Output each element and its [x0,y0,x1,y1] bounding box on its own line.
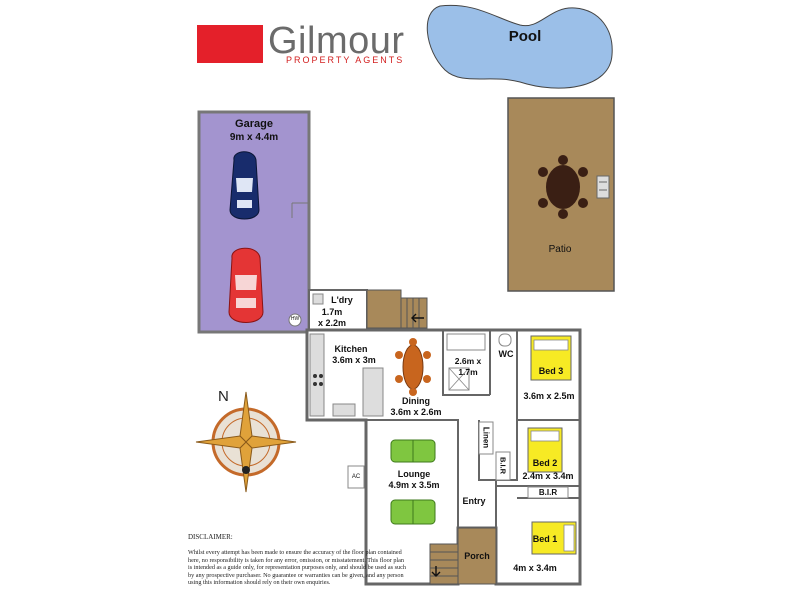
car-red-icon [228,247,264,323]
brand-name: Gilmour [268,20,405,62]
lounge-size: 4.9m x 3.5m [388,480,440,490]
rear-step [366,289,402,329]
brand-subtitle: PROPERTY AGENTS [286,55,405,65]
bed3-name: Bed 3 [538,366,564,376]
entry-label: Entry [462,496,486,506]
bed1-icon [531,521,577,555]
bathroom-size-label: 2.6m x 1.7m [454,356,482,377]
disclaimer-body: Whilst every attempt has been made to en… [188,549,406,587]
porch-area [457,527,497,585]
bed3-icon [530,335,572,381]
toilet-icon [498,333,512,347]
hot-water-icon [288,313,302,327]
ac-unit [347,465,365,489]
front-stairs [429,543,459,585]
bir-cupboard-2 [527,486,569,499]
bathtub-icon [446,333,486,351]
patio-label: Patio [548,244,572,255]
pool-label: Pool [508,28,542,45]
outdoor-table-icon [538,155,588,219]
dining-table-icon [395,338,431,396]
lounge-name: Lounge [397,469,431,479]
bed2-name: Bed 2 [532,458,558,468]
garage-name: Garage [235,118,273,130]
kitchen-island [362,367,384,417]
interior-walls [366,330,580,528]
bed2-icon [527,427,563,473]
linen-cupboard [478,421,494,455]
laundry-name: L'dry [331,295,353,305]
wc-label: WC [498,349,514,359]
bed2-size: 2.4m x 3.4m [522,471,574,481]
compass-north-label: N [218,388,229,405]
dining-name: Dining [402,396,430,406]
sink-icon [332,403,356,417]
linen-label: Linen [481,426,491,449]
car-blue-icon [229,151,260,220]
compass-rose-icon [195,391,297,493]
hw-label: HW [290,316,300,322]
bir-cupboard-1 [495,451,511,481]
bbq-icon [596,175,610,199]
garage-size: 9m x 4.4m [229,132,279,143]
pool-shape [426,4,613,89]
bed1-name: Bed 1 [532,534,558,544]
kitchen-bench [309,333,325,417]
dining-size: 3.6m x 2.6m [390,407,442,417]
bir2-label: B.I.R [538,488,558,497]
kitchen-name: Kitchen [334,344,368,354]
stairs-arrow-icon [411,313,424,323]
cooktop-icon [313,374,323,386]
sofa-bottom-icon [390,499,436,525]
front-arrow-icon [431,566,441,577]
porch-label: Porch [464,551,490,561]
rear-stairs [400,297,428,329]
logo-mark [197,25,263,63]
garage-door-swing [291,202,309,218]
laundry-size-line2: x 2.2m [317,318,347,328]
bed3-size: 3.6m x 2.5m [523,391,575,401]
bir1-label: B.I.R [498,456,508,475]
sofa-top-icon [390,439,436,463]
laundry-size-line1: 1.7m [321,307,343,317]
ac-label: AC [351,474,361,480]
kitchen-size: 3.6m x 3m [332,355,376,365]
bed1-size: 4m x 3.4m [513,563,557,573]
disclaimer-title: DISCLAIMER: [188,533,233,541]
